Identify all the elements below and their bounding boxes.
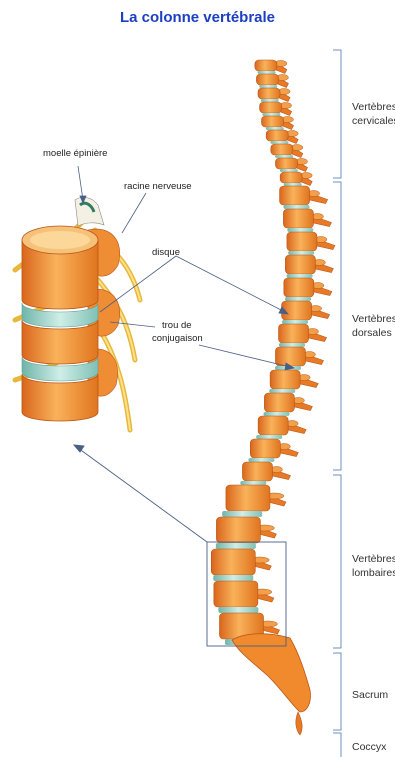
- label-disc: disque: [152, 247, 180, 259]
- vertebra: [284, 278, 314, 297]
- vertebra: [211, 549, 255, 575]
- zoom-arrow: [74, 445, 207, 542]
- intervertebral-disc: [261, 99, 279, 102]
- vertebra: [283, 209, 313, 228]
- intervertebral-disc: [256, 435, 282, 439]
- vertebra: [276, 158, 298, 169]
- vertebra: [270, 370, 300, 389]
- intervertebral-disc: [288, 251, 314, 255]
- intervertebral-disc: [264, 412, 290, 416]
- label-spinal-cord: moelle épinière: [43, 148, 107, 160]
- vertebra: [256, 74, 278, 85]
- vertebra: [279, 324, 309, 343]
- intervertebral-disc: [284, 205, 310, 209]
- intervertebral-disc: [285, 297, 311, 301]
- intervertebral-disc: [218, 607, 258, 613]
- vertebra: [282, 301, 312, 320]
- region-brackets: [333, 50, 341, 757]
- vertebra: [280, 186, 310, 205]
- intervertebral-disc: [222, 511, 262, 517]
- vertebra: [264, 393, 294, 412]
- label-foramen-line1: trou de: [162, 320, 192, 332]
- vertebra: [250, 439, 280, 458]
- coccyx-bone: [296, 712, 302, 735]
- intervertebral-disc: [248, 458, 274, 462]
- vertebra: [260, 102, 282, 113]
- label-foramen-line2: conjugaison: [152, 333, 203, 345]
- intervertebral-disc: [279, 343, 305, 347]
- vertebra: [262, 116, 284, 127]
- vertebra: [271, 144, 293, 155]
- intervertebral-disc: [271, 141, 289, 144]
- intervertebral-disc: [287, 274, 313, 278]
- intervertebral-disc: [216, 543, 256, 549]
- vertebra: [255, 60, 277, 71]
- intervertebral-disc: [266, 127, 284, 130]
- intervertebral-disc: [280, 169, 298, 172]
- intervertebral-disc: [282, 320, 308, 324]
- intervertebral-disc: [287, 228, 313, 232]
- vertebra: [258, 416, 288, 435]
- label-nerve-root: racine nerveuse: [124, 181, 192, 193]
- vertebra: [242, 462, 272, 481]
- vertebra: [280, 172, 302, 183]
- vertebra: [214, 581, 258, 607]
- intervertebral-disc: [269, 389, 295, 393]
- vertebra: [285, 255, 315, 274]
- vertebra: [258, 88, 280, 99]
- intervertebral-disc: [275, 155, 293, 158]
- intervertebral-disc: [213, 575, 253, 581]
- vertebra: [266, 130, 288, 141]
- vertebra: [216, 517, 260, 543]
- intervertebral-disc: [262, 113, 280, 116]
- intervertebral-disc: [240, 481, 266, 485]
- region-label-coccyx: Coccyx: [352, 740, 386, 754]
- region-label-sacrum: Sacrum: [352, 688, 388, 702]
- vertebra: [275, 347, 305, 366]
- intervertebral-disc: [258, 71, 276, 74]
- spine-column: [211, 60, 335, 735]
- intervertebral-disc: [284, 183, 302, 186]
- intervertebral-disc: [259, 85, 277, 88]
- vertebrae-detail: [15, 197, 140, 430]
- vertebra: [287, 232, 317, 251]
- sacrum-bone: [232, 634, 310, 712]
- vertebra: [226, 485, 270, 511]
